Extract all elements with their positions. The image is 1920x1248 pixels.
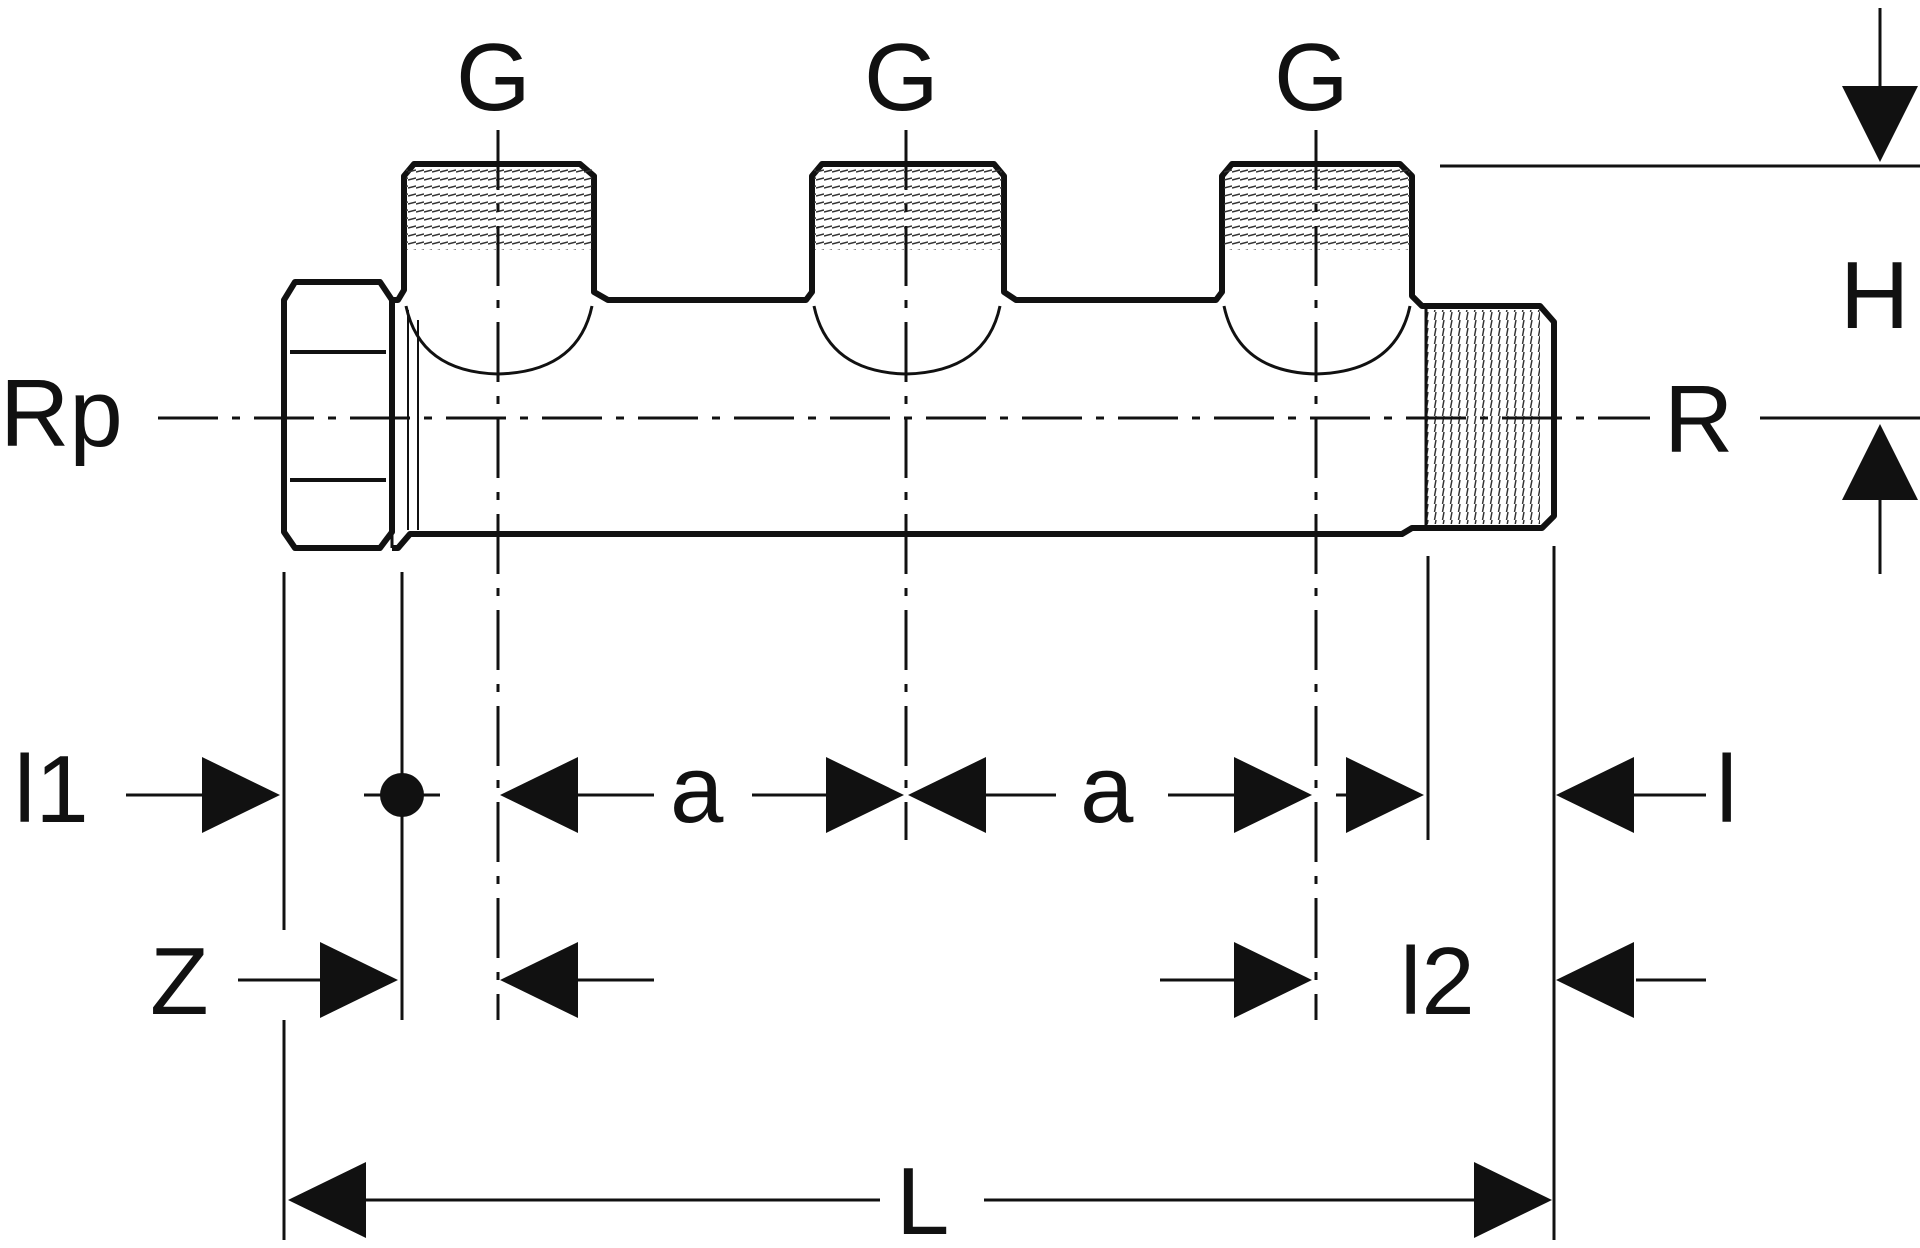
arrow-L-right bbox=[1474, 1162, 1552, 1238]
arrowheads bbox=[202, 86, 1918, 1238]
arrow-h-bottom bbox=[1842, 424, 1918, 500]
arrow-l bbox=[1556, 757, 1634, 833]
arrow-l2-left bbox=[1234, 942, 1312, 1018]
label-l1: l1 bbox=[14, 736, 89, 843]
label-total-length: L bbox=[896, 1148, 949, 1248]
label-a-2: a bbox=[1080, 736, 1134, 843]
hex-nut bbox=[281, 279, 395, 551]
arrow-a2-left bbox=[908, 757, 986, 833]
label-l2: l2 bbox=[1400, 928, 1475, 1035]
dimension-lines bbox=[126, 8, 1920, 1240]
arrow-a2-right bbox=[1234, 757, 1312, 833]
label-z: Z bbox=[150, 928, 209, 1035]
label-h: H bbox=[1840, 242, 1909, 349]
label-g-2: G bbox=[864, 24, 939, 131]
arrow-l1 bbox=[202, 757, 280, 833]
label-l: l bbox=[1716, 736, 1737, 843]
arrow-L-left bbox=[288, 1162, 366, 1238]
label-rp: Rp bbox=[0, 360, 123, 467]
outlet-bores bbox=[404, 305, 1412, 376]
arrow-z bbox=[320, 942, 398, 1018]
label-a-1: a bbox=[670, 736, 724, 843]
labels: G G G H Rp R l1 a a l Z l2 L bbox=[0, 24, 1909, 1248]
center-lines bbox=[158, 130, 1920, 1020]
outlet-thread-2 bbox=[814, 168, 1002, 250]
center-dot bbox=[380, 773, 424, 817]
label-r: R bbox=[1664, 366, 1733, 473]
arrow-l2-right bbox=[1556, 942, 1634, 1018]
label-g-3: G bbox=[1274, 24, 1349, 131]
arrow-z-right bbox=[500, 942, 578, 1018]
label-g-1: G bbox=[456, 24, 531, 131]
arrow-a1-right bbox=[826, 757, 904, 833]
arrow-h-top bbox=[1842, 86, 1918, 162]
arrow-a1-left bbox=[500, 757, 578, 833]
arrow-a2-extra bbox=[1346, 757, 1424, 833]
